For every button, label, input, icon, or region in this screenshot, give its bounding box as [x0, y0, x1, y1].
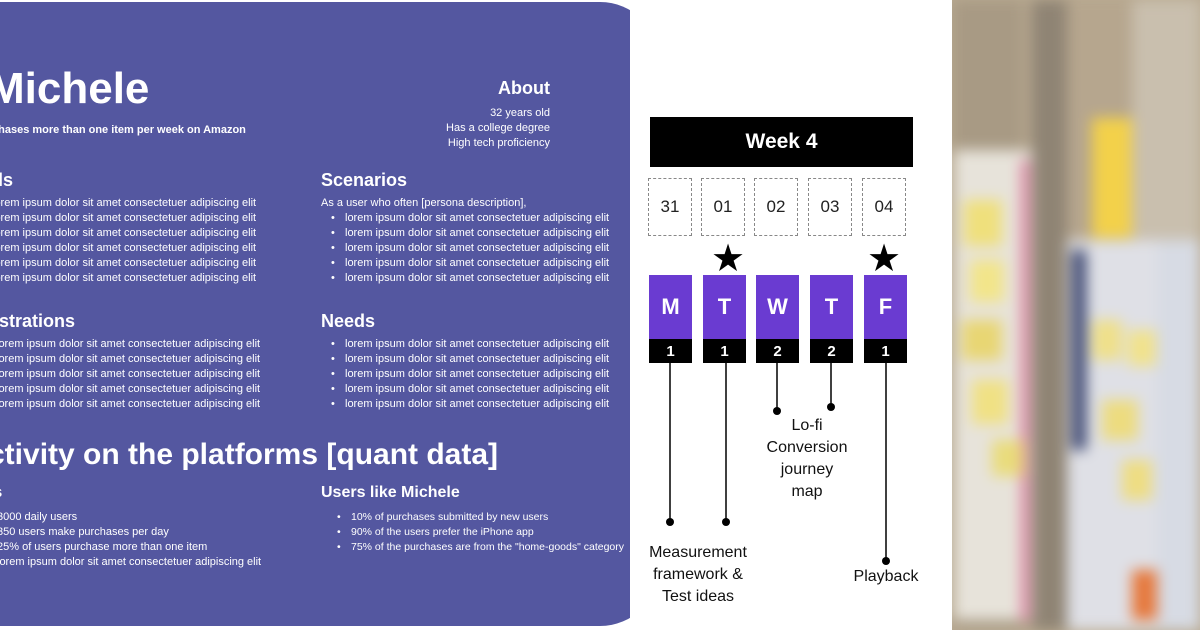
label-line: journey [780, 461, 834, 478]
list-item: 25% of users purchase more than one item [0, 541, 208, 553]
activity-heading: ctivity on the platforms [quant data] [0, 438, 499, 471]
list-item: lorem ipsum dolor sit amet consectetuer … [0, 242, 257, 254]
label-line: Test ideas [661, 588, 735, 605]
day-block-monday: M 1 [649, 275, 692, 363]
scenarios-heading: Scenarios [321, 170, 408, 190]
list-item: lorem ipsum dolor sit amet consectetuer … [0, 398, 261, 410]
label-line: Playback [853, 568, 919, 585]
week-banner: Week 4 [650, 117, 913, 167]
list-item: lorem ipsum dolor sit amet consectetuer … [0, 197, 257, 209]
day-block-friday: F 1 [864, 275, 907, 363]
list-item: lorem ipsum dolor sit amet consectetuer … [331, 211, 609, 226]
date-box: 04 [862, 178, 906, 236]
about-line: 32 years old [490, 107, 550, 119]
date-box: 02 [754, 178, 798, 236]
day-block-thursday: T 2 [810, 275, 853, 363]
needs-heading: Needs [321, 311, 376, 331]
day-letter: T [810, 275, 853, 339]
week-panel: Week 4 31 01 02 03 04 ★ ★ M 1 T 1 W 2 T … [630, 0, 952, 630]
day-letter: M [649, 275, 692, 339]
date-box: 01 [701, 178, 745, 236]
list-item: 10% of purchases submitted by new users [337, 510, 624, 525]
list-item: lorem ipsum dolor sit amet consectetuer … [0, 338, 261, 350]
date-box: 03 [808, 178, 852, 236]
about-line: Has a college degree [446, 122, 550, 134]
frustrations-list: lorem ipsum dolor sit amet consectetuer … [0, 337, 260, 412]
users-like-list: 10% of purchases submitted by new users … [337, 510, 624, 555]
list-item: lorem ipsum dolor sit amet consectetuer … [0, 383, 261, 395]
list-item: lorem ipsum dolor sit amet consectetuer … [331, 337, 609, 352]
about-line: High tech proficiency [447, 137, 550, 149]
day-letter: T [703, 275, 746, 339]
label-line: map [791, 483, 823, 500]
list-item: 3000 daily users [0, 511, 78, 523]
label-line: Lo-fi [791, 417, 823, 434]
list-item: lorem ipsum dolor sit amet consectetuer … [0, 227, 257, 239]
label-line: Conversion [766, 439, 848, 456]
connector-lines [666, 363, 890, 565]
about-heading: About [498, 78, 550, 98]
facts-list: 3000 daily users 350 users make purchase… [0, 510, 261, 570]
list-item: lorem ipsum dolor sit amet consectetuer … [331, 256, 609, 271]
users-like-heading: Users like Michele [321, 484, 460, 501]
goals-heading: als [0, 170, 14, 190]
photo-image [952, 0, 1200, 630]
label-line: framework & [653, 566, 743, 583]
star-icon: ★ [711, 238, 746, 280]
persona-card: Michele chases more than one item per we… [0, 2, 660, 626]
star-icon: ★ [867, 238, 902, 280]
list-item: lorem ipsum dolor sit amet consectetuer … [331, 382, 609, 397]
list-item: 350 users make purchases per day [0, 526, 169, 538]
day-block-wednesday: W 2 [756, 275, 799, 363]
day-count: 2 [756, 339, 799, 363]
goals-list: lorem ipsum dolor sit amet consectetuer … [0, 196, 256, 286]
list-item: lorem ipsum dolor sit amet consectetuer … [0, 353, 261, 365]
list-item: lorem ipsum dolor sit amet consectetuer … [0, 257, 257, 269]
list-item: 75% of the purchases are from the "home-… [337, 540, 624, 555]
day-letter: W [756, 275, 799, 339]
needs-list: lorem ipsum dolor sit amet consectetuer … [331, 337, 609, 412]
playback-label: Playback [844, 566, 928, 588]
scenarios-intro: As a user who often [persona description… [321, 197, 527, 209]
day-count: 1 [649, 339, 692, 363]
day-count: 2 [810, 339, 853, 363]
persona-name: Michele [0, 64, 150, 113]
date-box: 31 [648, 178, 692, 236]
scenarios-list: lorem ipsum dolor sit amet consectetuer … [331, 211, 609, 286]
measurement-label: Measurement framework & Test ideas [642, 542, 754, 608]
list-item: lorem ipsum dolor sit amet consectetuer … [331, 367, 609, 382]
blurred-photo [952, 0, 1200, 630]
list-item: 90% of the users prefer the iPhone app [337, 525, 624, 540]
list-item: lorem ipsum dolor sit amet consectetuer … [0, 212, 257, 224]
frustrations-heading: ustrations [0, 311, 76, 331]
persona-tagline: chases more than one item per week on Am… [0, 124, 246, 136]
day-count: 1 [703, 339, 746, 363]
list-item: lorem ipsum dolor sit amet consectetuer … [331, 271, 609, 286]
label-line: Measurement [649, 544, 747, 561]
list-item: lorem ipsum dolor sit amet consectetuer … [0, 368, 261, 380]
day-block-tuesday: T 1 [703, 275, 746, 363]
lofi-label: Lo-fi Conversion journey map [752, 415, 862, 503]
list-item: lorem ipsum dolor sit amet consectetuer … [0, 556, 262, 568]
day-count: 1 [864, 339, 907, 363]
list-item: lorem ipsum dolor sit amet consectetuer … [331, 241, 609, 256]
about-list: 32 years old Has a college degree High t… [446, 106, 550, 151]
facts-heading: ts [0, 484, 2, 502]
list-item: lorem ipsum dolor sit amet consectetuer … [0, 272, 257, 284]
list-item: lorem ipsum dolor sit amet consectetuer … [331, 226, 609, 241]
day-letter: F [864, 275, 907, 339]
list-item: lorem ipsum dolor sit amet consectetuer … [331, 352, 609, 367]
list-item: lorem ipsum dolor sit amet consectetuer … [331, 397, 609, 412]
